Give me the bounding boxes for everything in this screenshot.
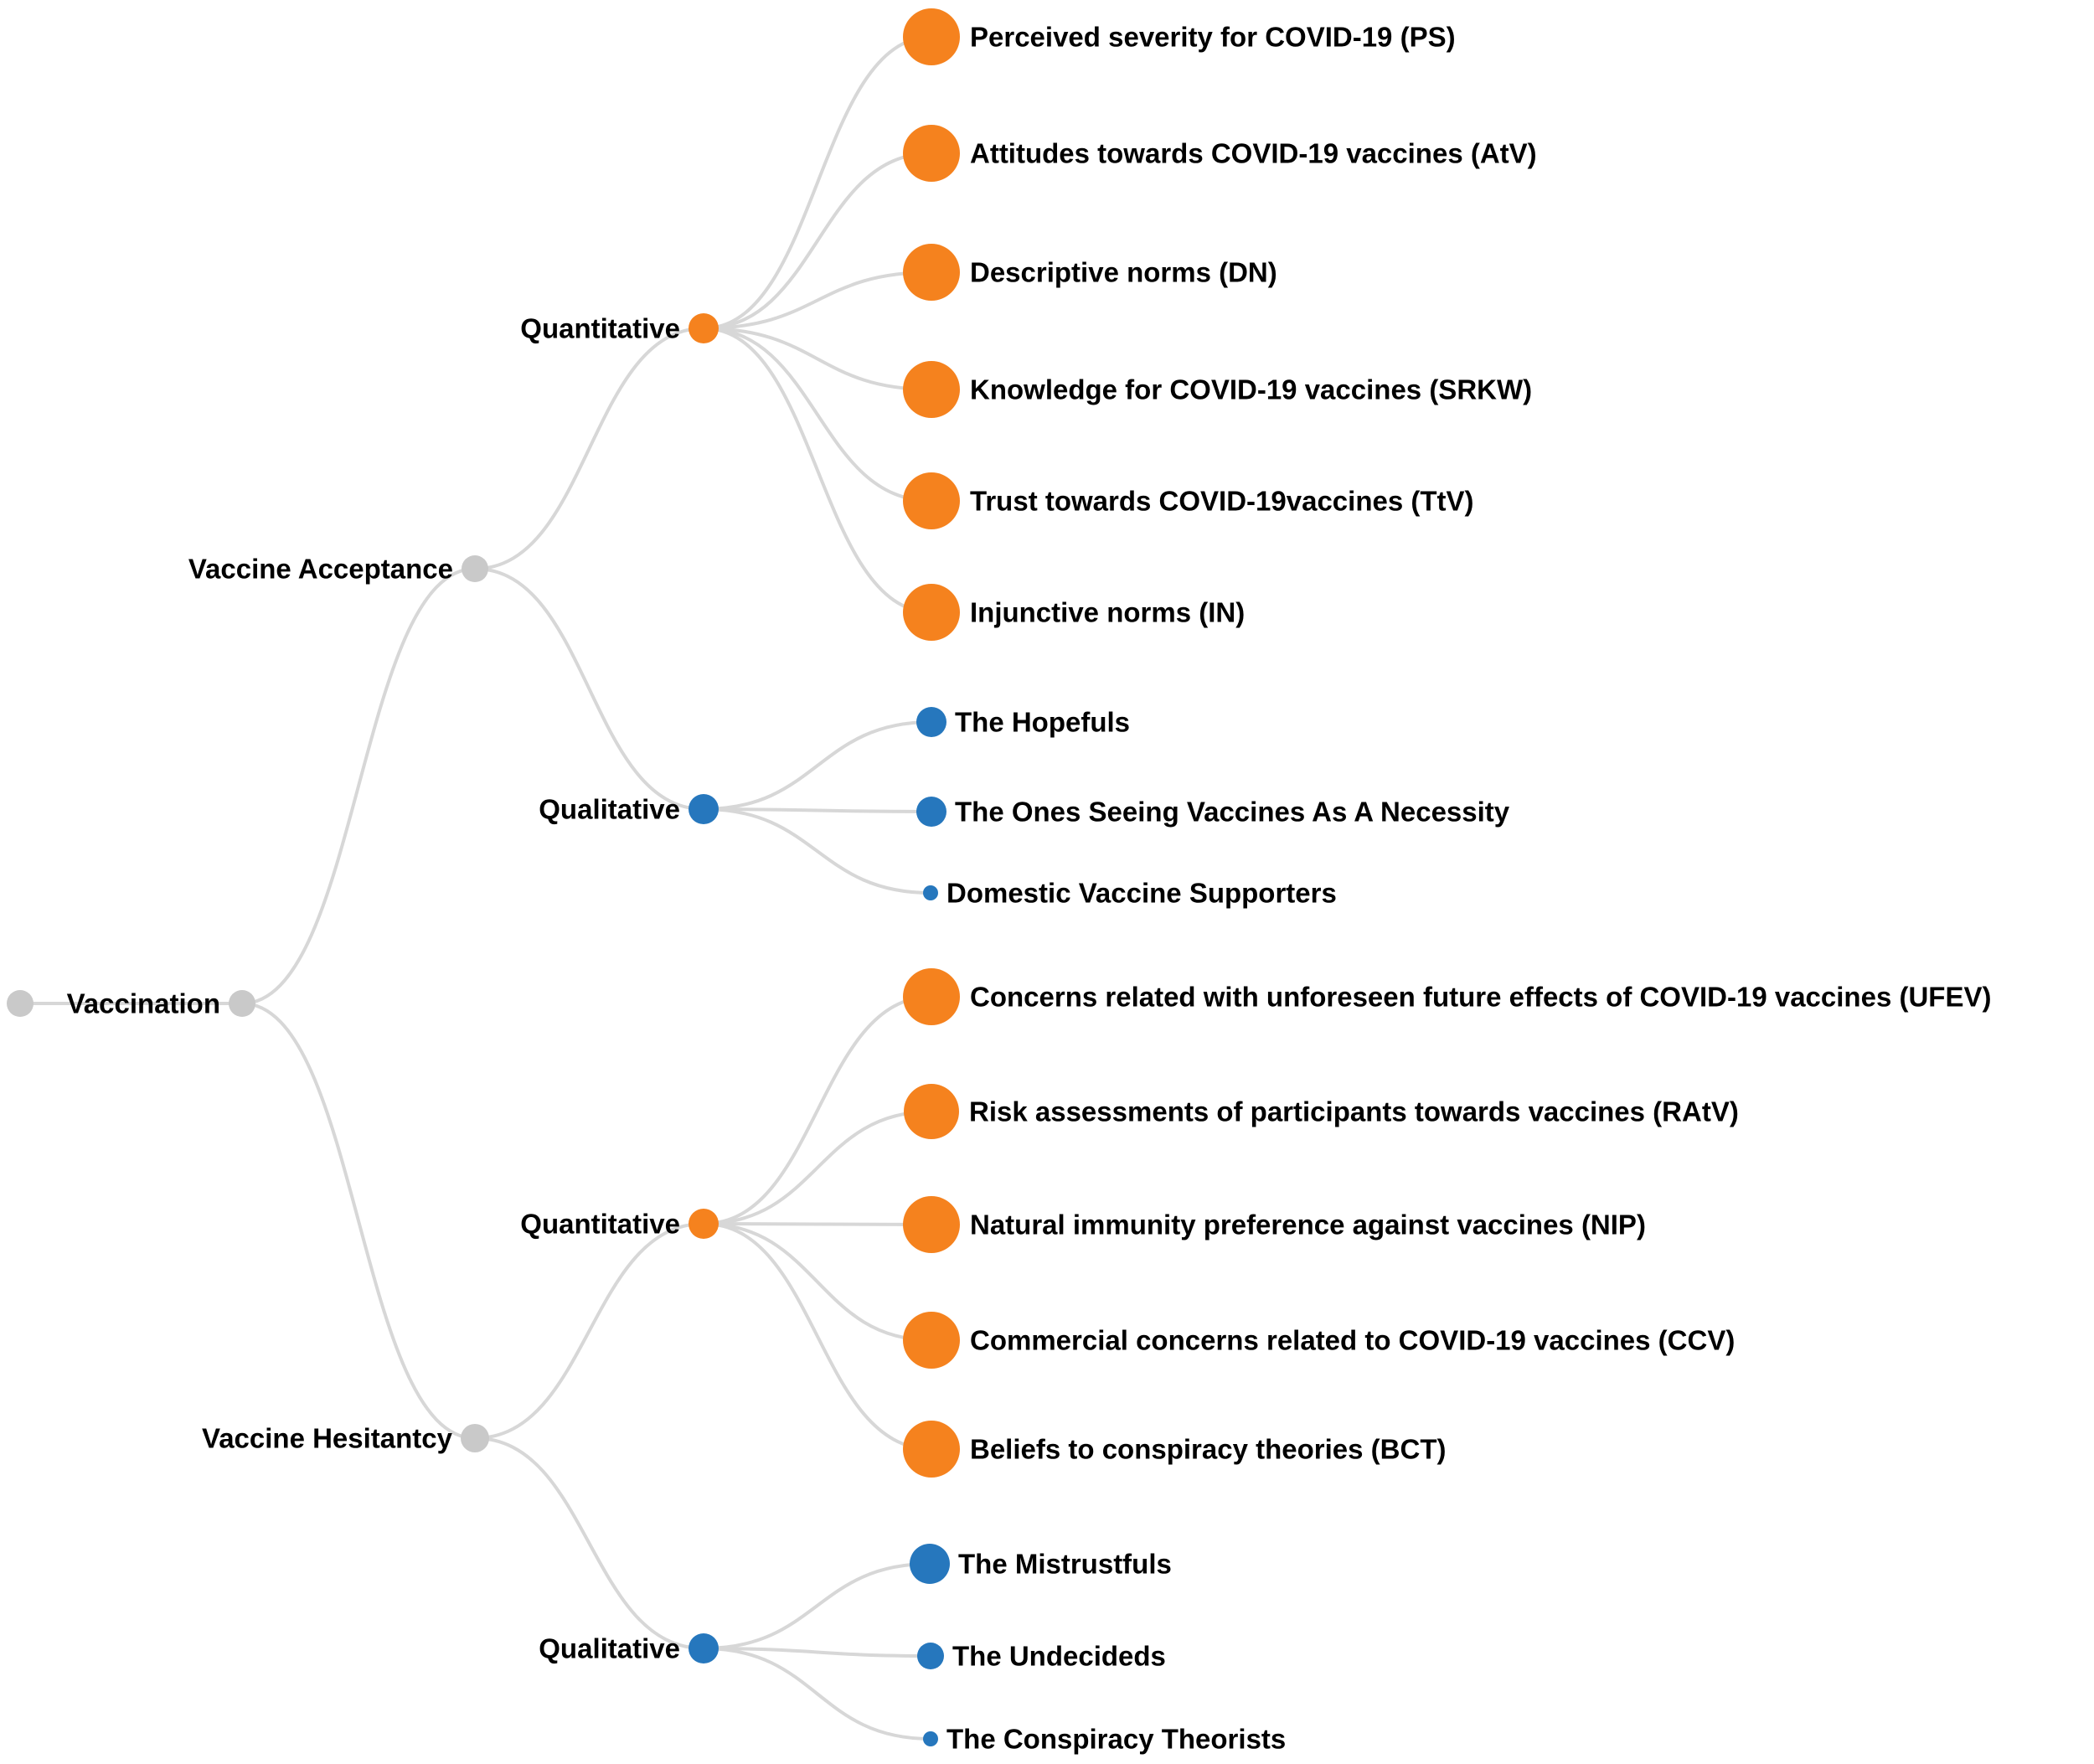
link-acceptance-quant-a [474,327,704,570]
node-circle-qual-a[interactable] [689,794,719,824]
node-circle-quant-a[interactable] [689,313,719,343]
link-vaccination-acceptance [241,567,476,1005]
link-qual-h-mistrustfuls [703,1562,931,1650]
node-circle-root[interactable] [7,990,34,1017]
node-circle-ccv[interactable] [903,1312,960,1369]
node-label-nip: Natural immunity preference against vacc… [970,1210,1646,1240]
node-label-quant-h: Quantitative [520,1209,680,1240]
node-circle-quant-h[interactable] [689,1209,719,1239]
link-quant-a-ttv [703,327,932,503]
node-label-qual-h: Qualitative [539,1633,680,1664]
node-label-undecideds: The Undecideds [952,1641,1166,1672]
node-label-acceptance: Vaccine Acceptance [188,554,453,585]
node-label-hesitancy: Vaccine Hesitantcy [202,1423,453,1454]
node-label-bct: Beliefs to conspiracy theories (BCT) [970,1434,1446,1465]
link-qual-a-ones [703,807,932,813]
node-label-srkw: Knowledge for COVID-19 vaccines (SRKW) [970,374,1532,405]
link-qual-h-undecideds [703,1647,931,1658]
node-label-conspiracy: The Conspiracy Theorists [946,1724,1286,1755]
node-circle-ones[interactable] [916,797,946,827]
node-label-vaccination: Vaccination [67,988,220,1019]
node-circle-ufev[interactable] [903,968,960,1025]
node-circle-ps[interactable] [903,8,960,65]
link-quant-a-atv [703,152,932,330]
node-label-domestic: Domestic Vaccine Supporters [946,878,1337,909]
node-label-ratv: Risk assessments of participants towards… [969,1096,1739,1127]
link-quant-a-srkw [703,327,932,391]
node-circle-conspiracy[interactable] [923,1731,938,1746]
node-label-ufev: Concerns related with unforeseen future … [970,982,1991,1013]
link-quant-h-nip [703,1222,932,1226]
link-hesitancy-qual-h [474,1436,704,1650]
node-label-atv: Attitudes towards COVID-19 vaccines (AtV… [970,138,1537,169]
link-qual-h-conspiracy [703,1647,931,1741]
node-label-ttv: Trust towards COVID-19vaccines (TtV) [970,486,1474,517]
node-label-dn: Descriptive norms (DN) [970,257,1277,288]
node-circle-undecideds[interactable] [917,1643,944,1669]
node-circle-acceptance[interactable] [462,555,488,582]
node-label-qual-a: Qualitative [539,794,680,825]
node-circle-srkw[interactable] [903,361,960,418]
node-circle-dn[interactable] [903,244,960,301]
node-circle-ratv[interactable] [904,1084,959,1139]
link-quant-h-ufev [703,995,932,1225]
node-circle-mistrustfuls[interactable] [910,1544,950,1584]
node-circle-domestic[interactable] [923,885,938,900]
node-label-ps: Perceived severity for COVID-19 (PS) [970,22,1456,53]
link-acceptance-qual-a [474,567,704,811]
link-qual-a-hopefuls [703,720,932,811]
link-qual-a-domestic [703,807,931,895]
node-circle-ttv[interactable] [903,472,960,529]
node-circle-vaccination[interactable] [229,990,255,1017]
node-label-hopefuls: The Hopefuls [955,707,1130,738]
node-label-mistrustfuls: The Mistrustfuls [958,1549,1172,1580]
node-label-ones: The Ones Seeing Vaccines As A Necessity [955,797,1510,828]
link-hesitancy-quant-h [474,1222,704,1440]
node-circle-hopefuls[interactable] [916,707,946,737]
link-quant-h-ratv [703,1110,932,1225]
node-label-in: Injunctive norms (IN) [970,597,1245,628]
node-label-quant-a: Quantitative [520,313,680,344]
node-circle-atv[interactable] [903,125,960,182]
node-circle-in[interactable] [903,584,960,641]
node-label-ccv: Commercial concerns related to COVID-19 … [970,1325,1735,1356]
link-quant-a-dn [703,271,932,330]
node-circle-hesitancy[interactable] [461,1424,489,1452]
node-circle-nip[interactable] [903,1196,960,1253]
link-quant-h-bct [703,1222,932,1451]
link-quant-h-ccv [703,1222,932,1342]
link-quant-a-ps [703,35,932,330]
link-quant-a-in [703,327,932,614]
node-circle-qual-h[interactable] [689,1633,719,1663]
link-vaccination-hesitancy [241,1002,476,1440]
node-circle-bct[interactable] [903,1421,960,1478]
